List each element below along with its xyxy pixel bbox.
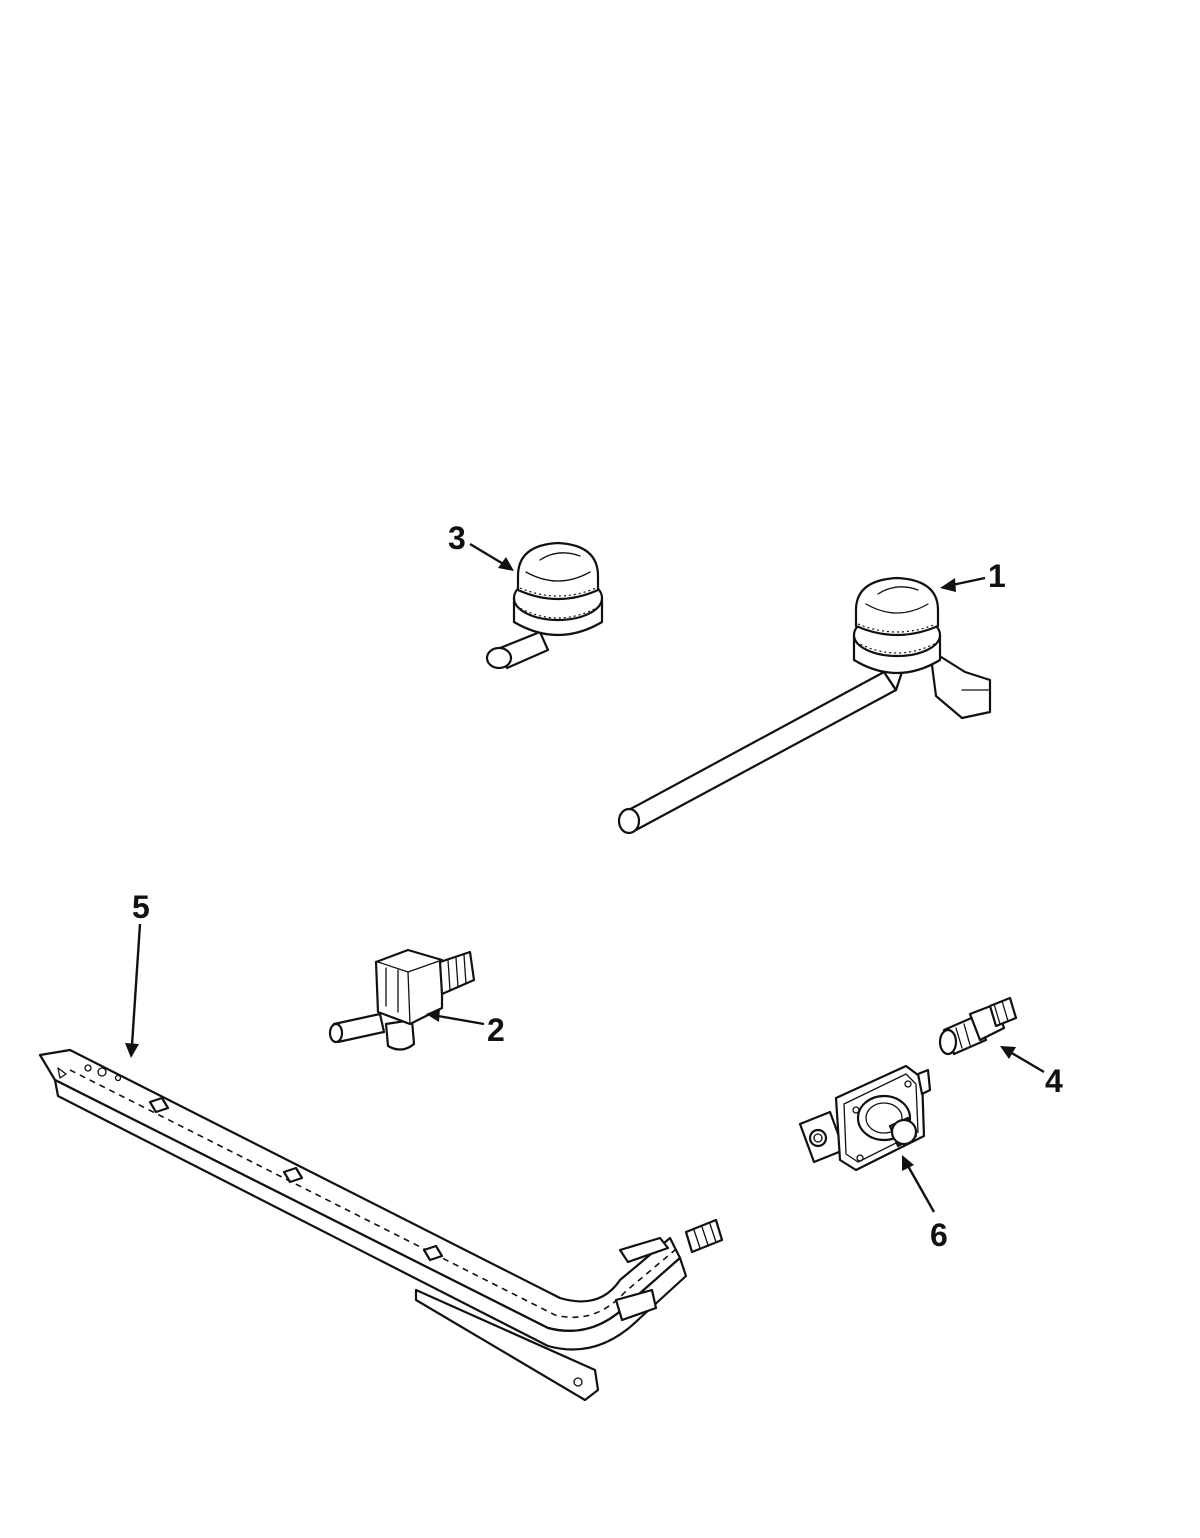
part-1-burner-long-tube [617, 576, 992, 835]
callout-arrows [125, 542, 1045, 1213]
part-5-manifold [38, 1048, 724, 1402]
label-part-4: 4 [1045, 1063, 1063, 1099]
part-3-burner-short [485, 541, 604, 670]
label-part-1: 1 [988, 558, 1006, 594]
label-part-3: 3 [448, 520, 466, 556]
part-4-fitting [938, 996, 1018, 1056]
label-part-5: 5 [132, 889, 150, 925]
part-6-regulator [798, 1064, 932, 1172]
label-part-6: 6 [930, 1217, 948, 1253]
part-2-valve [328, 948, 476, 1051]
label-part-2: 2 [487, 1012, 505, 1048]
part-labels: 3 1 2 4 5 6 [132, 520, 1063, 1253]
